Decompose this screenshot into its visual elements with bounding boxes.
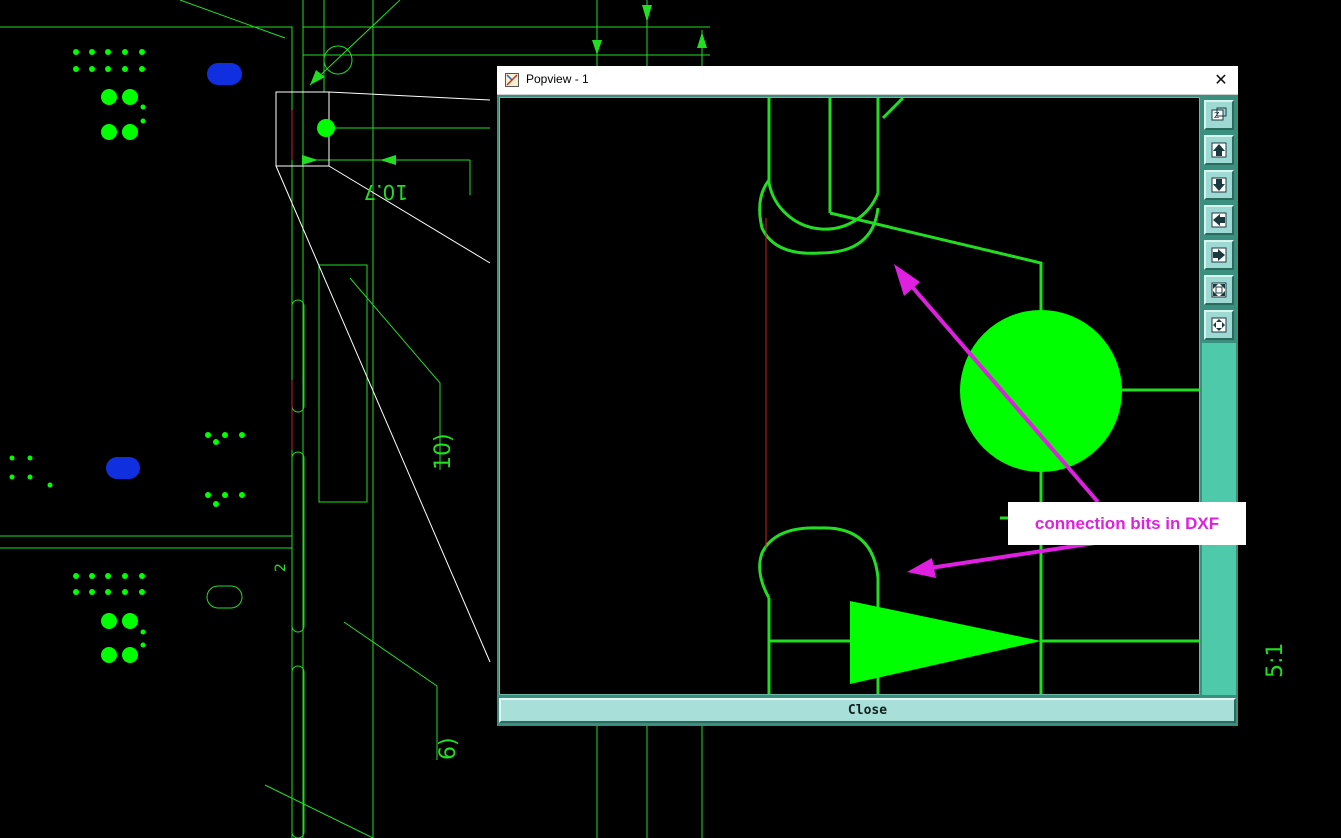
popview-window[interactable]: Popview - 1 ✕ [497, 66, 1238, 726]
popview-title: Popview - 1 [526, 72, 589, 86]
app-icon [505, 73, 519, 87]
zoom-out-button[interactable] [1204, 275, 1234, 305]
close-button[interactable]: Close [499, 698, 1236, 723]
zoomed-drawing [758, 98, 1199, 694]
zoom-in-button[interactable] [1204, 310, 1234, 340]
pan-up-icon [1211, 142, 1227, 158]
pan-up-button[interactable] [1204, 135, 1234, 165]
popview-viewport[interactable] [499, 97, 1200, 695]
popview-titlebar[interactable]: Popview - 1 ✕ [497, 66, 1238, 95]
zoom-button-group: Z [1202, 97, 1236, 343]
dimension-text: 10.7 [363, 180, 408, 204]
pan-down-button[interactable] [1204, 170, 1234, 200]
window-close-button[interactable]: ✕ [1210, 69, 1232, 91]
cad-label-10: 10) [431, 433, 456, 470]
cad-label-2: 2 [273, 563, 289, 572]
close-icon: ✕ [1214, 70, 1228, 89]
zoom-out-icon [1211, 282, 1227, 298]
pan-right-button[interactable] [1204, 240, 1234, 270]
annotation-callout: connection bits in DXF [1008, 502, 1246, 545]
pan-left-icon [1211, 212, 1227, 228]
pan-left-button[interactable] [1204, 205, 1234, 235]
cad-label-scale: 5:1 [1263, 643, 1288, 678]
pan-down-icon [1211, 177, 1227, 193]
zoom-fit-button[interactable]: Z [1204, 100, 1234, 130]
cad-label-6: 6) [436, 737, 461, 760]
pan-right-icon [1211, 247, 1227, 263]
zoom-in-icon [1211, 317, 1227, 333]
zoom-toolbar: Z [1202, 97, 1236, 695]
svg-text:Z: Z [1214, 111, 1220, 120]
zoom-fit-icon: Z [1211, 107, 1227, 121]
